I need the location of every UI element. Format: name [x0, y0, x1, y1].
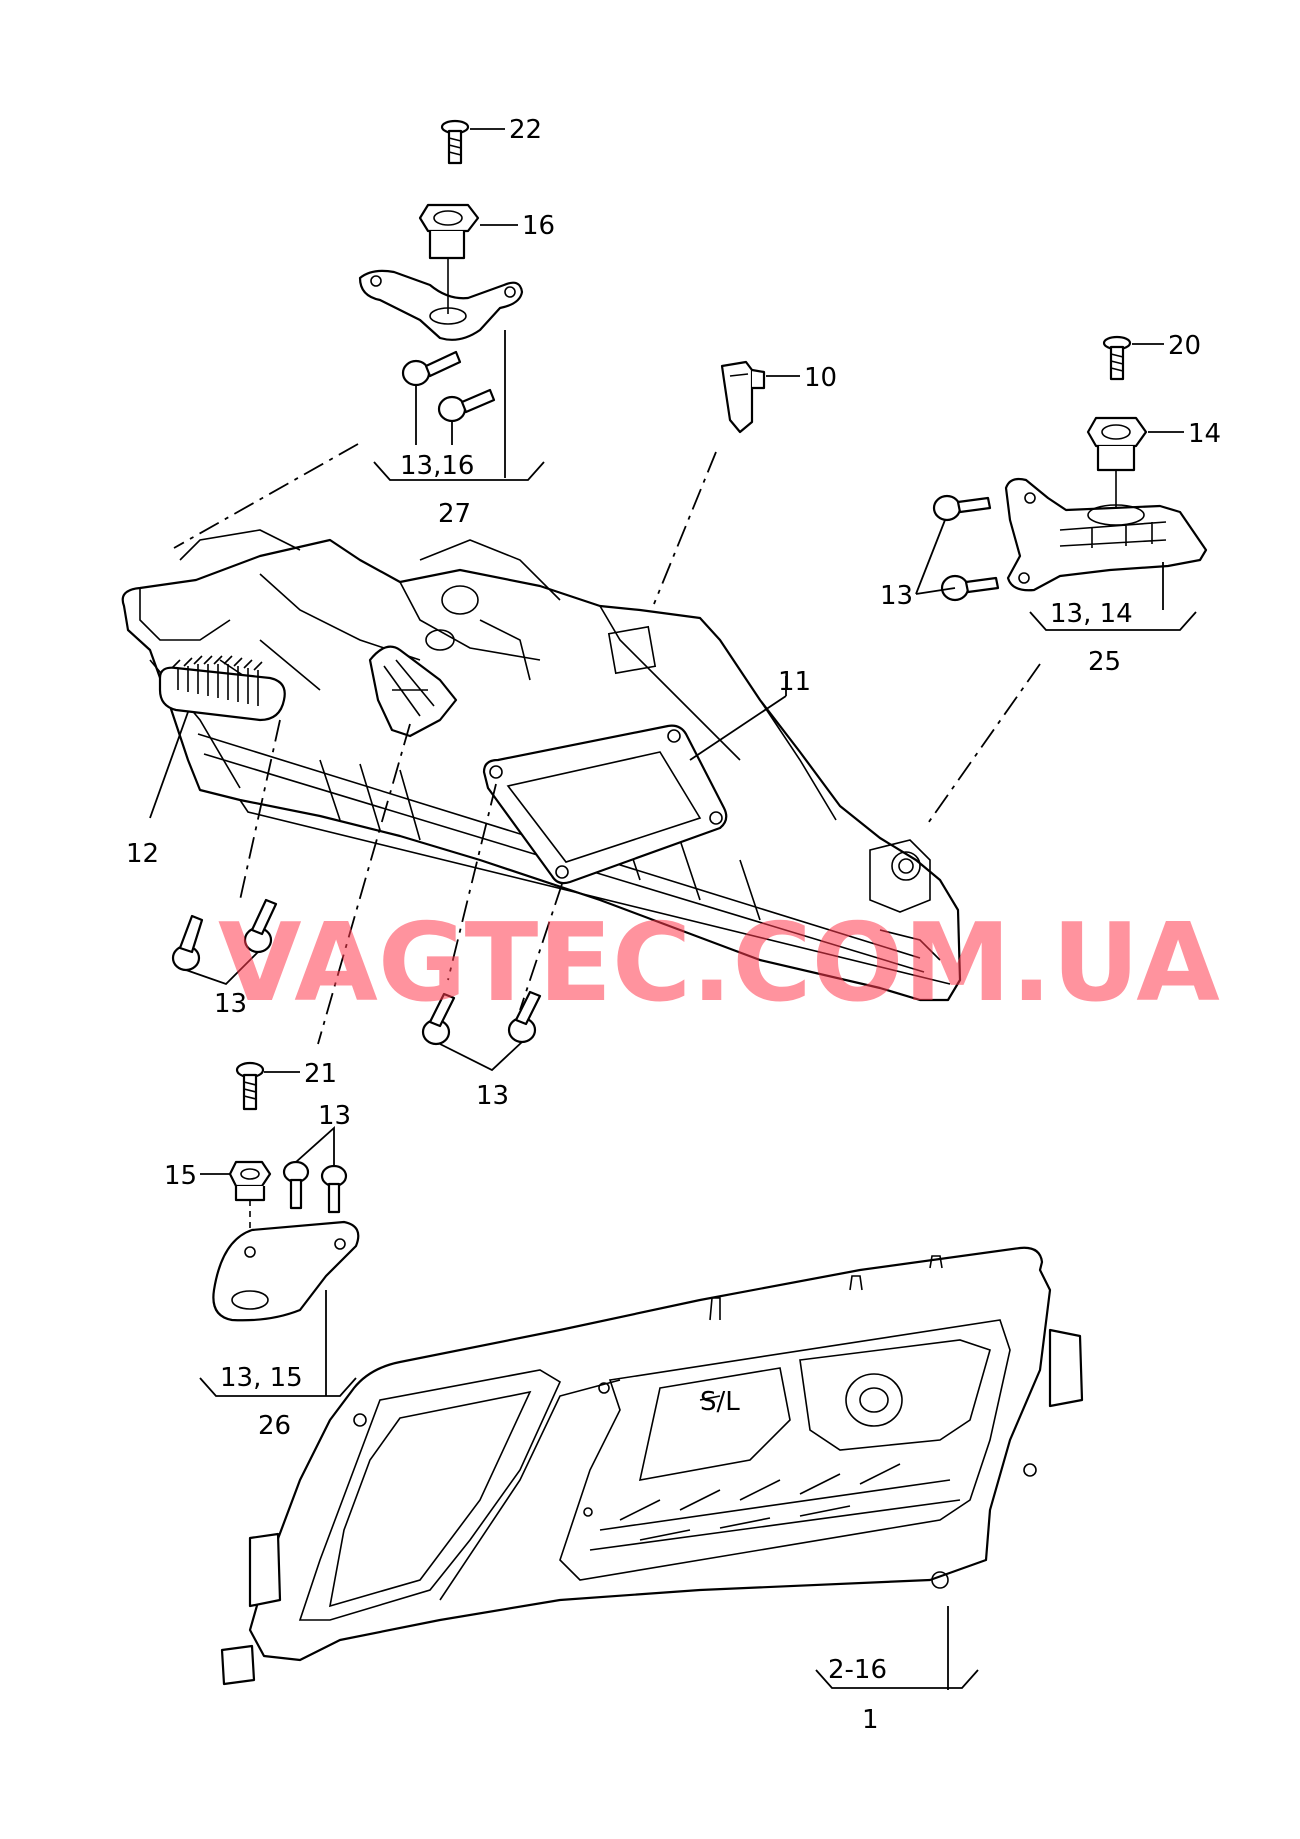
nut-14: [1086, 416, 1184, 472]
bracket-plate-27: [358, 258, 524, 341]
bracket-assembly-26: [199, 1061, 360, 1397]
label-13-housing-center: 13: [476, 1081, 509, 1111]
dash-10-to-housing: [653, 451, 717, 605]
headlight-assembly-1: S/L: [220, 1246, 1084, 1690]
bracket-assembly-27: [358, 119, 545, 481]
label-20: 20: [1168, 331, 1201, 361]
screw-13-bracket27-a: [401, 350, 462, 387]
bracket-plate-25: [1004, 470, 1208, 592]
screw-13-bracket25-b: [940, 574, 1000, 602]
label-15: 15: [164, 1161, 197, 1191]
screw-13-housing-center-a: [421, 992, 456, 1046]
nut-16: [418, 203, 518, 260]
label-13-housing-left: 13: [214, 989, 247, 1019]
label-10: 10: [804, 363, 837, 393]
bracket-plate-26: [212, 1220, 360, 1322]
screw-13-housing-center-b: [507, 990, 542, 1044]
label-26: 26: [258, 1411, 291, 1441]
label-13-bracket26: 13: [318, 1101, 351, 1131]
screw-13-bracket25-a: [932, 494, 992, 522]
label-14: 14: [1188, 419, 1221, 449]
screw-20: [1102, 335, 1164, 381]
screw-13-bracket26-b: [320, 1164, 348, 1214]
label-1: 1: [862, 1705, 879, 1735]
label-25: 25: [1088, 647, 1121, 677]
control-module-frame-11: [447, 676, 787, 1011]
label-13-15: 13, 15: [220, 1363, 303, 1393]
label-22: 22: [509, 115, 542, 145]
label-13-14: 13, 14: [1050, 599, 1133, 629]
screw-13-housing-left-a: [171, 914, 204, 972]
watermark: VAGTEC.COM.UA: [218, 901, 1220, 1026]
screw-22: [440, 119, 505, 165]
dash-27-to-housing: [173, 443, 359, 549]
label-16: 16: [522, 211, 555, 241]
screw-13-bracket26-a: [282, 1160, 310, 1210]
label-27: 27: [438, 499, 471, 529]
label-2-16: 2-16: [828, 1655, 887, 1685]
heat-sink-12: [149, 655, 286, 901]
screw-21: [235, 1061, 300, 1111]
label-12: 12: [126, 839, 159, 869]
screw-13-bracket27-b: [437, 388, 496, 423]
part-10-clip: [720, 360, 800, 434]
label-21: 21: [304, 1059, 337, 1089]
inner-cover: [317, 645, 458, 1045]
label-13-16: 13,16: [400, 451, 474, 481]
svg-text:S/L: S/L: [700, 1387, 740, 1417]
label-13-bracket25: 13: [880, 581, 913, 611]
label-11: 11: [778, 667, 811, 697]
bracket-assembly-25: [915, 335, 1208, 631]
callout-labels: 22 16 13,16 27 10 20 14 13 13, 14 25 11 …: [126, 115, 1221, 1735]
dash-25-to-housing: [925, 663, 1041, 827]
